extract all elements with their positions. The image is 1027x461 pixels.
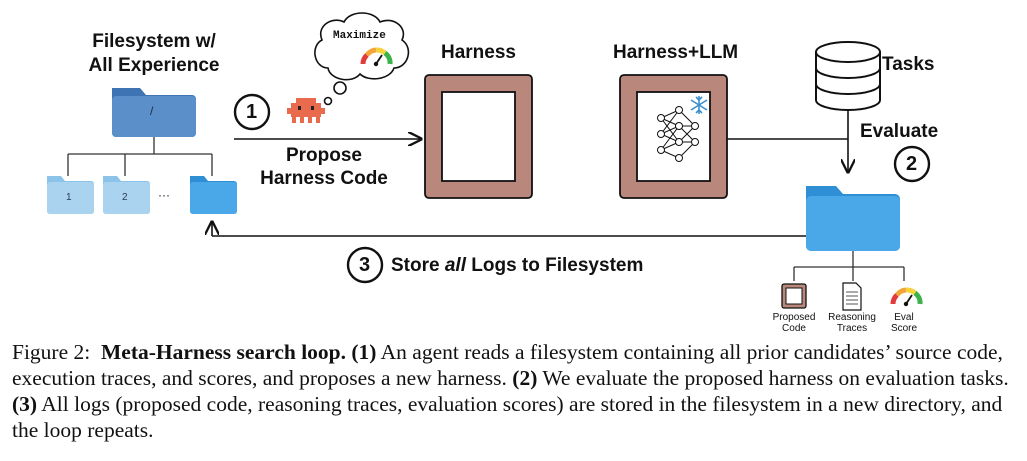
step-1-number: 1: [246, 101, 258, 123]
child-folder-2-label: 2: [122, 192, 128, 203]
harness-llm-box: [619, 74, 728, 199]
proposed-code-label-line1: Proposed: [772, 312, 816, 323]
caption-text-2: We evaluate the proposed harness on eval…: [537, 366, 1009, 390]
child-folder-2-icon: [103, 176, 150, 214]
database-icon: [815, 41, 881, 111]
results-folder-icon: [806, 186, 900, 251]
caption-prefix: Figure 2:: [12, 340, 91, 364]
child-folder-1-label: 1: [66, 192, 72, 203]
harness-title: Harness: [441, 42, 516, 63]
tasks-label: Tasks: [882, 54, 935, 75]
step-2-number: 2: [906, 153, 918, 175]
step-3-label-suffix: Logs to Filesystem: [465, 255, 644, 276]
reasoning-traces-label-line1: Reasoning: [828, 312, 876, 323]
root-folder-label: /: [150, 104, 154, 118]
snowflake-icon: [690, 96, 708, 114]
root-folder-icon: [112, 88, 196, 137]
step-1-badge: [233, 93, 271, 131]
evaluate-label: Evaluate: [860, 121, 939, 142]
thought-text: Maximize: [333, 30, 386, 42]
new-folder-icon: [190, 176, 237, 214]
eval-score-label-line1: Eval: [894, 312, 914, 323]
eval-score-label-line2: Score: [890, 323, 918, 334]
step-1-label-line1: Propose: [285, 145, 363, 166]
step-3-label-prefix: Store: [391, 255, 445, 276]
caption-text-1: An agent reads a filesystem containing a…: [12, 340, 1003, 390]
caption-text-3: All logs (proposed code, reasoning trace…: [12, 392, 1003, 442]
proposed-code-icon: [781, 283, 807, 309]
filesystem-tree-lines: [67, 137, 213, 176]
harness-llm-title: Harness+LLM: [613, 42, 739, 63]
meta-harness-diagram: Filesystem w/ All Experience / 1 2 ··· M…: [47, 12, 939, 334]
eval-score-icon: [890, 287, 923, 307]
step-3-number: 3: [359, 254, 371, 276]
filesystem-ellipsis: ···: [158, 188, 170, 202]
caption-title: Meta-Harness search loop.: [100, 340, 347, 364]
store-logs-arrow: [212, 222, 806, 237]
reasoning-traces-icon: [842, 282, 862, 311]
filesystem-title-line1: Filesystem w/: [92, 31, 216, 52]
filesystem-title-line2: All Experience: [88, 55, 220, 76]
agent-icon: [287, 98, 325, 123]
thought-bubble-icon: [314, 12, 410, 106]
step-1-label-line2: Harness Code: [260, 168, 388, 189]
reasoning-traces-label-line2: Traces: [836, 323, 868, 334]
step-3-badge: [346, 246, 384, 284]
neural-network-icon: [657, 106, 699, 162]
step-3-label-emphasis: all: [444, 255, 466, 276]
child-folder-1-icon: [47, 176, 94, 214]
caption-step-3: (3): [12, 392, 38, 416]
caption-step-1: (1): [351, 340, 377, 364]
figure-caption: Figure 2: Meta-Harness search loop. (1) …: [12, 339, 1015, 443]
step-2-badge: [893, 145, 931, 183]
harness-box: [424, 74, 533, 199]
outputs-tree-lines: [793, 251, 905, 281]
step-3-label: Store all Logs to Filesystem: [391, 255, 643, 277]
caption-step-2: (2): [512, 366, 538, 390]
proposed-code-label-line2: Code: [782, 323, 806, 334]
gauge-icon: [360, 47, 393, 67]
